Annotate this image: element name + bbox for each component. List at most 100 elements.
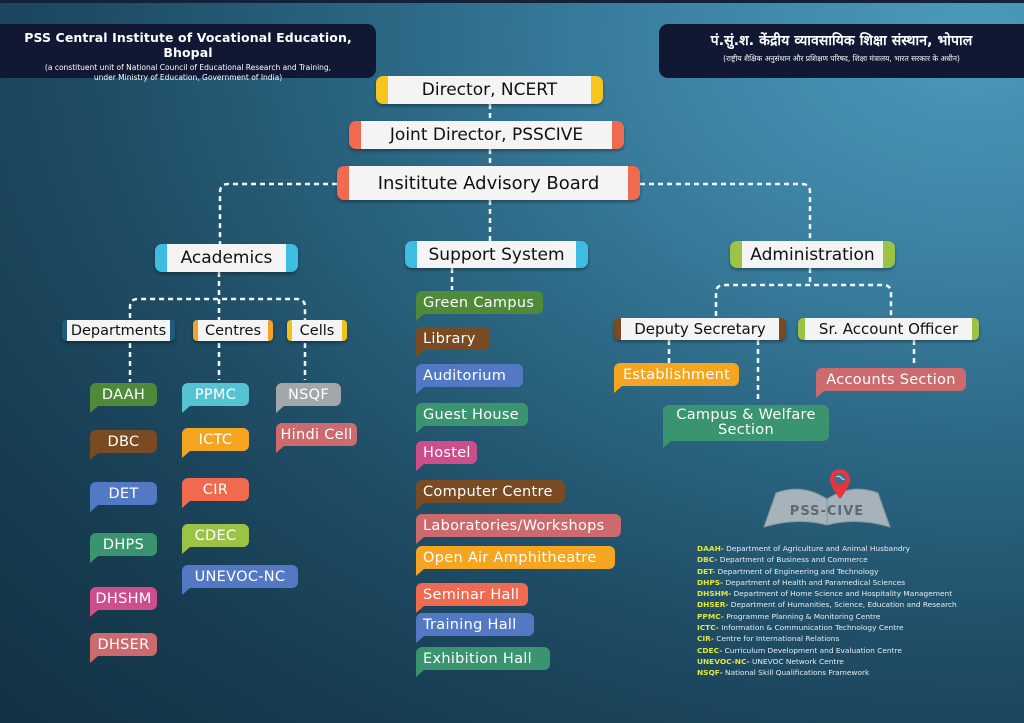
legend-abbreviation: ICTC- [697,623,719,633]
centre-tag: ICTC [182,428,249,458]
support-item-tag: Seminar Hall [416,583,528,613]
legend-entry: DBC- Department of Business and Commerce [697,554,957,565]
legend-description: National Skill Qualifications Framework [722,668,870,678]
pss-cive-logo: PSS-CIVE [763,469,891,528]
legend-description: Department of Health and Paramedical Sci… [723,577,906,587]
department-tag: DHPS [90,533,157,563]
institute-subtitle-hindi: (राष्ट्रीय शैक्षिक अनुसंधान और प्रशिक्षण… [723,54,960,63]
support-item-tag: Training Hall [416,613,534,643]
support-item-tag: Auditorium [416,364,523,394]
legend-description: Information & Communication Technology C… [718,623,904,633]
department-tag: DBC [90,430,157,460]
campus-welfare-tag: Campus & Welfare Section [663,405,829,448]
department-label: DAAH [101,386,146,403]
cells-label: Cells [299,322,335,339]
institute-title-hindi: पं.सुं.श. केंद्रीय व्यावसायिक शिक्षा संस… [710,33,973,49]
support-item-label: Laboratories/Workshops [423,517,605,534]
connector-academics-branch [128,297,307,320]
departments-label: Departments [70,322,167,339]
institute-subtitle-english-2: under Ministry of Education, Government … [93,73,283,82]
campus-welfare-label-1: Campus & Welfare [676,407,816,423]
support-item-tag: Guest House [416,403,528,433]
support-item-label: Open Air Amphitheatre [423,549,597,566]
legend-abbreviation: DET- [697,566,716,576]
legend-entry: ICTC- Information & Communication Techno… [697,622,957,633]
support-item-label: Auditorium [423,367,507,384]
department-label: DHSER [97,636,150,653]
administration-label: Administration [750,244,875,265]
administration-box: Administration [730,241,895,268]
support-system-box: Support System [405,241,588,268]
centre-label: CIR [202,481,229,498]
legend-abbreviation: PPMC- [697,611,724,621]
support-item-tag: Hostel [416,441,477,471]
support-item-label: Training Hall [423,616,517,633]
connector-board-academics [218,182,337,244]
advisory-board-box: Insititute Advisory Board [337,166,640,200]
legend-abbreviation: UNEVOC-NC- [697,656,750,666]
academics-box: Academics [155,244,298,272]
department-tag: DHSHM [90,587,157,617]
legend-abbreviation: NSQF- [697,668,723,678]
logo-text: PSS-CIVE [790,504,864,519]
legend-description: Centre for International Relations [713,634,840,644]
support-item-tag: Computer Centre [416,480,565,510]
cell-label: NSQF [287,386,329,403]
header-english: PSS Central Institute of Vocational Educ… [0,24,376,82]
accounts-section-tag: Accounts Section [816,368,966,398]
department-label: DHSHM [95,590,152,607]
director-ncert-box: Director, NCERT [376,76,603,104]
support-system-label: Support System [428,244,565,265]
departments-box: Departments [62,320,175,341]
legend-description: Programme Planning & Monitoring Centre [723,611,881,621]
establishment-label: Establishment [622,366,731,383]
cells-box: Cells [287,320,347,341]
legend-abbreviation: CIR- [697,634,714,644]
department-label: DBC [107,433,140,450]
legend-entry: DAAH- Department of Agriculture and Anim… [697,543,957,554]
support-item-label: Computer Centre [423,483,553,500]
map-pin-globe-icon [830,469,850,499]
legend-description: Department of Agriculture and Animal Hus… [723,544,910,553]
header-hindi: पं.सुं.श. केंद्रीय व्यावसायिक शिक्षा संस… [659,24,1024,78]
academics-label: Academics [180,248,273,268]
support-item-label: Seminar Hall [423,586,520,603]
legend-entry: DHSHM- Department of Home Science and Ho… [697,588,957,599]
abbreviations-legend: DAAH- Department of Agriculture and Anim… [697,543,957,679]
legend-entry: CIR- Centre for International Relations [697,633,957,644]
legend-abbreviation: DAAH- [697,544,724,553]
centres-box: Centres [193,320,273,341]
centre-tag: CIR [182,478,249,508]
legend-description: Department of Home Science and Hospitali… [731,589,953,599]
support-item-label: Green Campus [423,294,535,311]
legend-entry: CDEC- Curriculum Development and Evaluat… [697,645,957,656]
centre-label: ICTC [198,431,233,448]
department-label: DHPS [102,536,145,553]
legend-abbreviation: DHPS- [697,577,724,587]
legend-entry: PPMC- Programme Planning & Monitoring Ce… [697,611,957,622]
support-item-tag: Library [416,327,490,357]
cell-label: Hindi Cell [280,426,353,443]
support-item-label: Exhibition Hall [423,650,532,667]
support-item-tag: Laboratories/Workshops [416,514,621,544]
connector-board-administration [640,182,812,241]
centre-label: CDEC [194,527,237,544]
department-label: DET [108,485,139,502]
centre-label: UNEVOC-NC [194,568,286,585]
support-item-label: Hostel [423,444,471,461]
legend-description: Curriculum Development and Evaluation Ce… [722,645,902,655]
joint-director-label: Joint Director, PSSCIVE [389,125,584,145]
deputy-secretary-box: Deputy Secretary [614,318,786,340]
centre-tag: PPMC [182,383,249,413]
support-item-label: Guest House [423,406,519,423]
legend-entry: DHSER- Department of Humanities, Science… [697,599,957,610]
centre-tag: CDEC [182,524,249,554]
legend-abbreviation: CDEC- [697,645,723,655]
legend-abbreviation: DBC- [697,555,718,565]
sr-account-officer-label: Sr. Account Officer [818,320,959,338]
department-tag: DET [90,482,157,512]
legend-entry: DHPS- Department of Health and Paramedic… [697,577,957,588]
cell-tag: NSQF [276,383,341,413]
support-item-label: Library [423,330,476,347]
top-border [0,0,1024,3]
